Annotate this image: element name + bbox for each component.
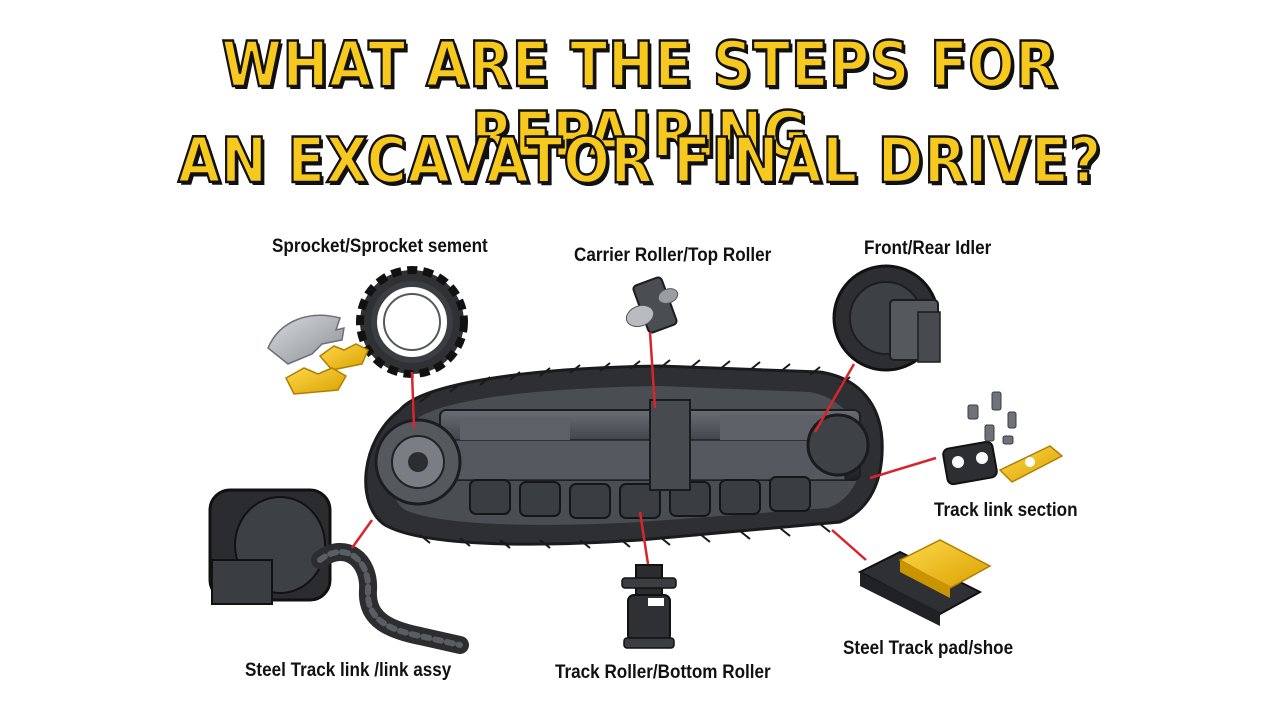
frame-box-left (460, 418, 570, 440)
leader-track-pad (831, 529, 867, 561)
sprocket-segment-silver (267, 314, 345, 365)
leader-carrier-roller (648, 331, 657, 409)
track-grousers (419, 359, 851, 549)
leader-idler (813, 363, 856, 433)
leader-track-link-assy (350, 519, 374, 549)
undercarriage-main (364, 359, 884, 549)
label-track-link-section: Track link section (934, 500, 1078, 521)
carrier-roller (625, 276, 679, 334)
page-title-line-1: WHAT ARE THE STEPS FOR REPAIRING (221, 28, 1059, 171)
track-pad-shoe (857, 539, 992, 626)
label-carrier-roller: Carrier Roller/Top Roller (574, 245, 772, 266)
label-track-pad: Steel Track pad/shoe (843, 638, 1014, 659)
sprocket-gear (356, 266, 468, 378)
track-link-section-parts (942, 391, 1064, 486)
sprocket-segment-yellow-2 (285, 367, 348, 395)
front-idler (832, 264, 941, 372)
idler-wheel (806, 413, 870, 477)
track-link-assy (208, 488, 469, 654)
label-track-link-assy: Steel Track link /link assy (245, 660, 452, 681)
leader-sprocket (410, 371, 416, 429)
sprocket-segment-yellow-1 (318, 343, 369, 371)
bottom-rollers (469, 476, 811, 519)
label-track-roller: Track Roller/Bottom Roller (555, 662, 771, 683)
carrier-roller-mount (649, 399, 691, 491)
label-idler: Front/Rear Idler (864, 238, 992, 259)
leader-track-roller (638, 511, 650, 565)
page-title-line-2: AN EXCAVATOR FINAL DRIVE? (177, 124, 1102, 197)
track-roller (621, 564, 677, 649)
leader-lines (350, 331, 937, 565)
leader-track-link-section (869, 456, 937, 480)
label-sprocket: Sprocket/Sprocket sement (272, 236, 488, 257)
